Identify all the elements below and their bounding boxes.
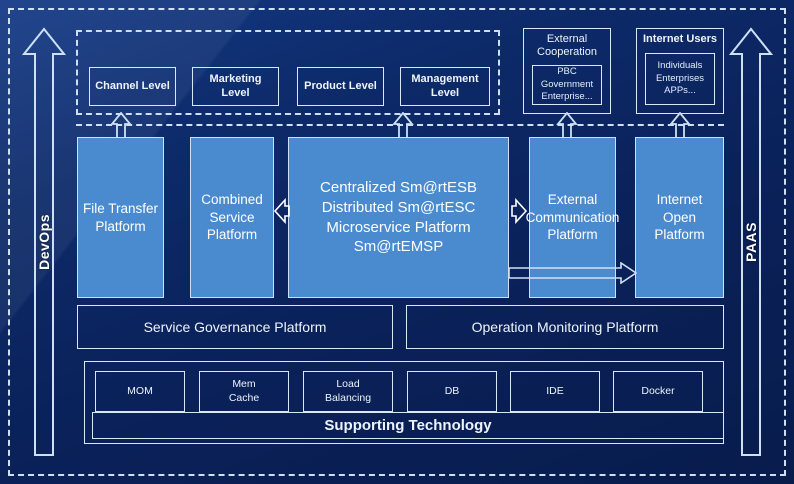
tech-box-load-balancing[interactable]: Load Balancing (303, 371, 393, 412)
external-cooperation-title: External Cooperation (537, 33, 597, 59)
external-cooperation-members: PBC Government Enterprise... (532, 65, 602, 105)
tech-load-balancing-line2: Balancing (324, 391, 372, 404)
platform-internet-open[interactable]: Internet Open Platform (635, 137, 724, 298)
diagram-outer-boundary (8, 8, 786, 476)
tech-box-docker[interactable]: Docker (613, 371, 703, 412)
bar-operation-monitoring[interactable]: Operation Monitoring Platform (406, 305, 724, 349)
esb-line-3: Microservice Platform Sm@rtEMSP (326, 218, 471, 256)
up-arrow-to-channel (110, 112, 132, 140)
platform-layer-divider (76, 124, 724, 126)
external-cooperation-group[interactable]: External Cooperation PBC Government Ente… (523, 28, 611, 114)
supporting-technology-container (84, 361, 724, 444)
tech-box-mom[interactable]: MOM (95, 371, 185, 412)
arrow-esb-to-internet-open (509, 262, 637, 284)
internet-users-members: Individuals Enterprises APPs... (645, 53, 715, 105)
paas-label: PAAS (743, 222, 759, 262)
bar-service-governance[interactable]: Service Governance Platform (77, 305, 393, 349)
esb-line-1: Centralized Sm@rtESB (320, 178, 477, 196)
up-arrow-to-internet-users (669, 112, 691, 140)
arrow-esb-to-external-communication (511, 198, 527, 224)
paas-arrow: PAAS (729, 26, 773, 458)
platform-external-communication[interactable]: External Communication Platform (526, 137, 619, 298)
up-arrow-to-management (392, 112, 414, 140)
arrow-esb-to-combined-service (274, 198, 290, 224)
devops-arrow: DevOps (22, 26, 66, 458)
tech-load-balancing-line1: Load (336, 378, 360, 391)
level-box-product[interactable]: Product Level (297, 67, 384, 106)
tech-box-ide[interactable]: IDE (510, 371, 600, 412)
devops-label: DevOps (36, 214, 52, 270)
tech-mem-cache-line2: Cache (228, 391, 260, 404)
bar-supporting-technology[interactable]: Supporting Technology (92, 412, 724, 439)
consumer-levels-boundary (76, 30, 500, 115)
platform-file-transfer[interactable]: File Transfer Platform (77, 137, 164, 298)
up-arrow-to-external-cooperation (556, 112, 578, 140)
esb-line-2: Distributed Sm@rtESC (321, 198, 476, 216)
tech-box-db[interactable]: DB (407, 371, 497, 412)
level-box-management[interactable]: Management Level (400, 67, 490, 106)
platform-esb-esc-emsp[interactable]: Centralized Sm@rtESB Distributed Sm@rtES… (288, 137, 509, 298)
internet-users-group[interactable]: Internet Users Individuals Enterprises A… (636, 28, 724, 114)
tech-mem-cache-line1: Mem (232, 378, 256, 391)
level-box-marketing[interactable]: Marketing Level (192, 67, 279, 106)
tech-box-mem-cache[interactable]: Mem Cache (199, 371, 289, 412)
internet-users-title: Internet Users (643, 33, 717, 45)
platform-combined-service[interactable]: Combined Service Platform (190, 137, 274, 298)
level-box-channel[interactable]: Channel Level (89, 67, 176, 106)
